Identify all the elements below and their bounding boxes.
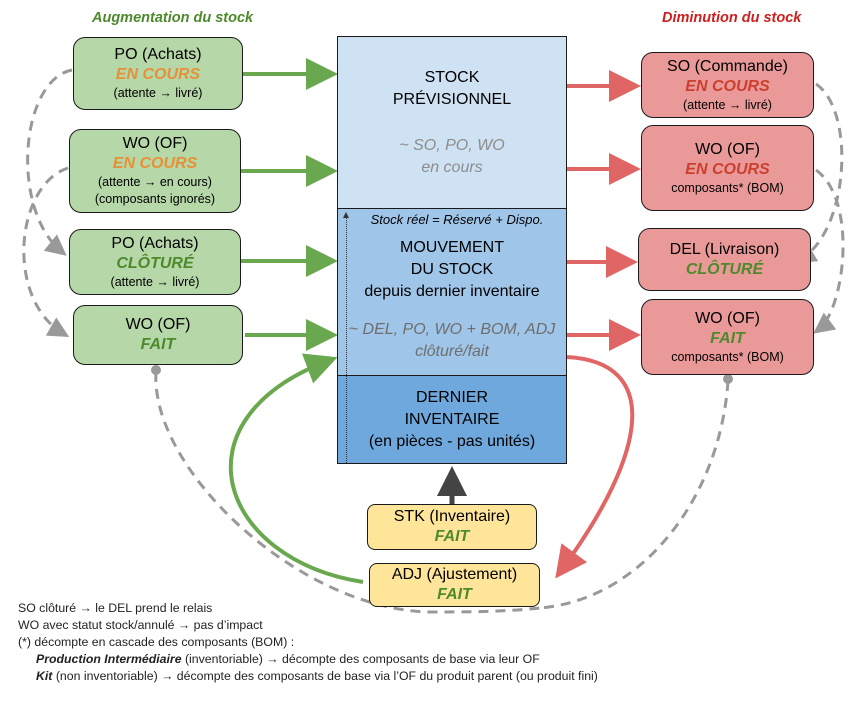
node-status: EN COURS: [685, 160, 770, 178]
movement-note-2: clôturé/fait: [415, 343, 489, 360]
real-stock-arrow-icon: [343, 212, 349, 218]
dashed-wo-encours-to-wo-fait-right: [813, 168, 845, 334]
inventory-subtitle: (en pièces - pas unités): [368, 432, 536, 450]
movement-note: ~ DEL, PO, WO + BOM, ADJ: [348, 321, 556, 338]
node-status: CLÔTURÉ: [116, 254, 194, 272]
node-detail: composants* (BOM): [671, 180, 784, 195]
dashed-po-encours-to-po-cloture: [26, 68, 73, 256]
forecast-title-2: PRÉVISIONNEL: [392, 90, 512, 108]
note-term: Kit: [36, 669, 53, 683]
arrow-movement-to-adj: [555, 355, 635, 579]
node-title: PO (Achats): [114, 46, 202, 63]
node-status: FAIT: [437, 586, 472, 603]
inventory-title: DERNIER: [415, 388, 488, 406]
node-title: ADJ (Ajustement): [391, 566, 518, 583]
node-detail: (attente → livré): [683, 97, 772, 112]
dashed-wo-fait-right-to-adj: [539, 380, 730, 610]
node-wo-en-cours-right[interactable]: WO (OF) EN COURS composants* (BOM): [641, 125, 814, 211]
node-so-en-cours[interactable]: SO (Commande) EN COURS (attente → livré): [641, 52, 814, 118]
node-wo-fait-right[interactable]: WO (OF) FAIT composants* (BOM): [641, 299, 814, 375]
node-wo-en-cours[interactable]: WO (OF) EN COURS (attente → en cours) (c…: [69, 129, 241, 213]
real-stock-formula: Stock réel = Réservé + Dispo.: [370, 212, 544, 227]
node-status: EN COURS: [685, 77, 770, 95]
forecast-note: ~ SO, PO, WO: [399, 136, 505, 154]
decrease-header: Diminution du stock: [662, 10, 802, 26]
node-title: WO (OF): [125, 316, 191, 333]
node-wo-fait-left[interactable]: WO (OF) FAIT: [73, 305, 243, 365]
node-detail: (composants ignorés): [94, 192, 216, 206]
increase-header: Augmentation du stock: [92, 10, 254, 26]
real-stock-dotted-line: [346, 218, 347, 463]
node-status: FAIT: [710, 329, 745, 347]
dashed-so-to-del: [794, 82, 844, 264]
node-title: SO (Commande): [667, 57, 788, 75]
stock-movement-box: Stock réel = Réservé + Dispo. MOUVEMENT …: [337, 208, 567, 376]
node-status: EN COURS: [115, 66, 201, 83]
node-title: WO (OF): [122, 135, 188, 152]
node-title: WO (OF): [695, 140, 760, 158]
node-status: FAIT: [434, 528, 470, 545]
note-line-intermediate: Production Intermédiaire (inventoriable)…: [18, 651, 598, 668]
note-text: (non inventoriable) → décompte des compo…: [52, 669, 598, 683]
movement-title-2: DU STOCK: [410, 261, 494, 278]
node-stk-inventaire[interactable]: STK (Inventaire) FAIT: [367, 504, 537, 550]
forecast-stock-box: STOCK PRÉVISIONNEL ~ SO, PO, WO en cours: [337, 36, 567, 209]
node-adj-ajustement[interactable]: ADJ (Ajustement) FAIT: [369, 563, 540, 607]
dashed-wo-encours-to-wo-fait: [22, 166, 70, 338]
node-status: EN COURS: [112, 155, 198, 172]
inventory-title-2: INVENTAIRE: [404, 410, 500, 428]
movement-subtitle: depuis dernier inventaire: [364, 283, 540, 300]
note-line: SO clôturé → le DEL prend le relais: [18, 601, 213, 615]
node-po-cloture[interactable]: PO (Achats) CLÔTURÉ (attente → livré): [69, 229, 241, 295]
node-title: PO (Achats): [111, 234, 199, 252]
forecast-title: STOCK: [424, 68, 480, 86]
footnotes: SO clôturé → le DEL prend le relais WO a…: [18, 600, 598, 685]
node-del-cloture[interactable]: DEL (Livraison) CLÔTURÉ: [638, 228, 811, 291]
note-term: Production Intermédiaire: [36, 652, 182, 666]
dashed-origin-dot-left: [151, 365, 161, 375]
node-detail: (attente → livré): [110, 274, 200, 289]
node-po-en-cours[interactable]: PO (Achats) EN COURS (attente → livré): [73, 37, 243, 110]
note-line-kit: Kit (non inventoriable) → décompte des c…: [18, 668, 598, 685]
note-line: (*) décompte en cascade des composants (…: [18, 635, 295, 649]
movement-title: MOUVEMENT: [400, 239, 504, 256]
forecast-note-2: en cours: [421, 158, 483, 176]
note-text: (inventoriable) → décompte des composant…: [181, 652, 540, 666]
node-title: WO (OF): [695, 309, 760, 327]
node-status: CLÔTURÉ: [685, 260, 764, 278]
note-line: WO avec statut stock/annulé → pas d’impa…: [18, 618, 263, 632]
node-status: FAIT: [140, 336, 176, 353]
arrow-adj-to-movement: [228, 353, 364, 584]
node-title: STK (Inventaire): [393, 508, 511, 525]
node-detail: (attente → livré): [113, 86, 203, 100]
node-detail: (attente → en cours): [98, 175, 212, 189]
node-title: DEL (Livraison): [669, 240, 780, 258]
dashed-origin-dot-right: [723, 374, 733, 384]
last-inventory-box: DERNIER INVENTAIRE (en pièces - pas unit…: [337, 375, 567, 464]
node-detail: composants* (BOM): [671, 349, 784, 364]
